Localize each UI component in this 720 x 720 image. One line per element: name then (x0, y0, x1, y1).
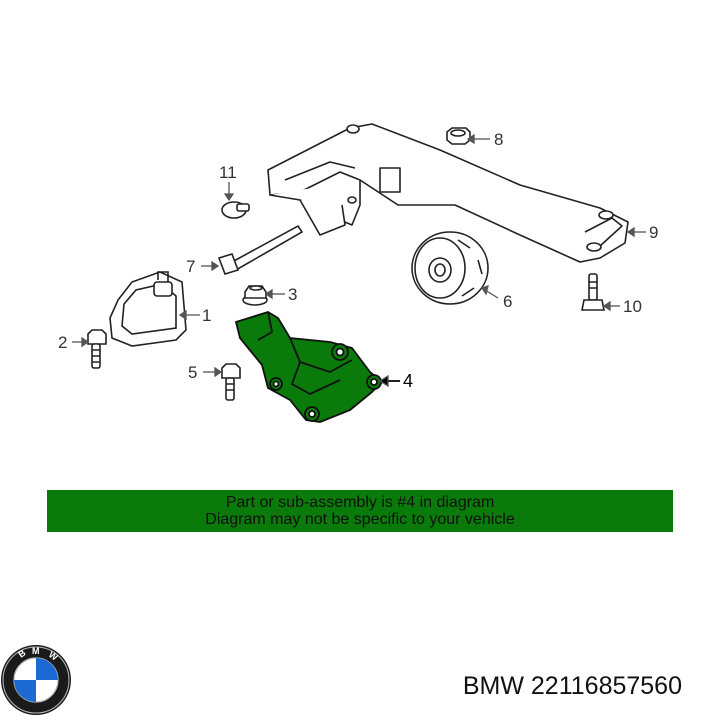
callout-6: 6 (503, 292, 512, 311)
part-4-bracket-highlight (235, 311, 383, 423)
part-3-nut (242, 285, 268, 306)
svg-text:M: M (32, 646, 40, 656)
callout-11: 11 (219, 163, 237, 182)
part-8-nut (446, 127, 471, 145)
part-10-bolt (581, 273, 605, 311)
callout-numbers: 1 2 3 4 5 6 7 8 9 10 11 (58, 130, 658, 391)
part-number-label: BMW 22116857560 (462, 672, 682, 700)
notice-line-2: Diagram may not be specific to your vehi… (205, 511, 515, 528)
part-1-engine-mount (109, 271, 187, 347)
leader-lines (72, 133, 646, 388)
callout-3: 3 (288, 285, 297, 304)
part-5-bolt (221, 363, 241, 401)
callout-2: 2 (58, 333, 67, 352)
callout-10: 10 (623, 297, 642, 316)
svg-text:B: B (16, 647, 27, 659)
callout-7: 7 (186, 257, 195, 276)
bmw-logo: B M W (1, 645, 71, 715)
part-7-long-bolt (217, 224, 304, 275)
callout-1: 1 (202, 306, 211, 325)
callout-8: 8 (494, 130, 503, 149)
notice-line-1: Part or sub-assembly is #4 in diagram (225, 494, 495, 511)
diagram-notice-banner: Part or sub-assembly is #4 in diagram Di… (47, 490, 673, 532)
callout-4: 4 (403, 371, 413, 391)
crossmember (267, 123, 629, 263)
callout-9: 9 (649, 223, 658, 242)
part-6-mount (411, 231, 489, 305)
part-11-bolt (221, 201, 250, 219)
part-2-bolt (87, 329, 107, 369)
callout-5: 5 (188, 363, 197, 382)
